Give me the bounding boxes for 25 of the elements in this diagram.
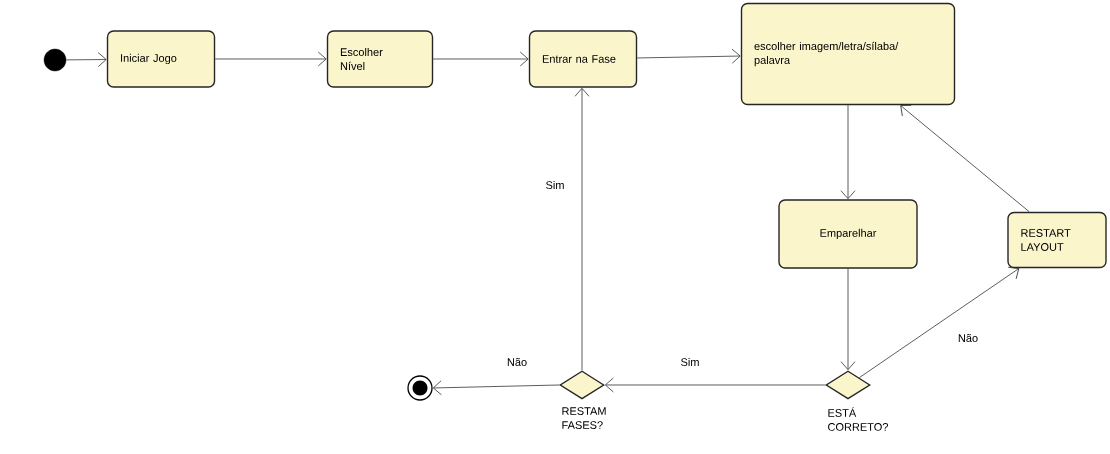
end-node [407, 375, 433, 401]
activity-box: Entrar na Fase [528, 30, 638, 88]
arrow [432, 51, 529, 67]
start-node [43, 48, 67, 72]
edge-label: Não [956, 333, 980, 343]
activity-box: Escolher Nível [326, 30, 434, 88]
arrow [636, 48, 741, 64]
arrow [840, 104, 856, 200]
arrow [840, 268, 856, 371]
activity-box: Iniciar Jogo [106, 30, 216, 88]
activity-box: RESTART LAYOUT [1007, 211, 1107, 269]
decision-label: ESTÁ CORRETO? [828, 407, 888, 431]
decision-label: RESTAM FASES? [562, 407, 606, 429]
arrow [604, 377, 826, 393]
arrow [432, 380, 560, 396]
activity-box: Emparelhar [778, 199, 918, 269]
arrow [574, 87, 590, 371]
edge-label: Sim [679, 356, 701, 368]
arrow [858, 266, 1020, 379]
edge-label: Não [505, 357, 529, 367]
arrow [214, 51, 327, 67]
arrow [900, 104, 1030, 213]
activity-box: escolher imagem/letra/sílaba/ palavra [740, 2, 956, 106]
edge-label: Sim [544, 179, 566, 191]
arrow [65, 52, 107, 67]
